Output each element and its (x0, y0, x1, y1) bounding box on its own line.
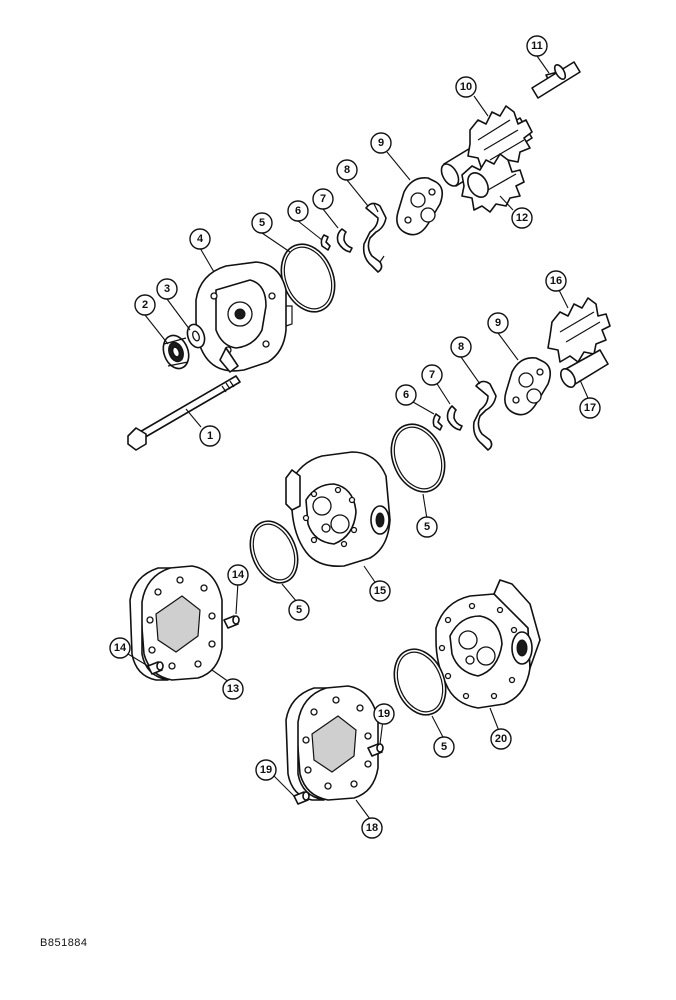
svg-text:19: 19 (260, 764, 272, 776)
callout-11: 11 (526, 35, 548, 57)
part-19-dowel-upper (367, 743, 384, 757)
callout-9-top: 9 (370, 132, 392, 154)
part-14-dowel-lower (147, 661, 164, 675)
svg-text:8: 8 (458, 341, 464, 353)
part-8-seal-middle (472, 380, 497, 451)
callout-5-middle: 5 (416, 516, 438, 538)
part-5-o-ring-middle (390, 423, 446, 493)
svg-text:1: 1 (207, 430, 213, 442)
svg-text:15: 15 (374, 585, 386, 597)
svg-text:14: 14 (232, 569, 245, 581)
svg-text:5: 5 (441, 741, 447, 753)
svg-text:17: 17 (584, 402, 596, 414)
callout-18: 18 (361, 817, 383, 839)
part-17-gear-shaft (559, 349, 609, 388)
callout-6-top: 6 (287, 200, 309, 222)
part-7-backup-ring-top (336, 228, 353, 253)
callout-1: 1 (199, 425, 221, 447)
callout-19-lower: 19 (255, 759, 277, 781)
part-1-through-bolt (127, 375, 241, 451)
callout-12: 12 (511, 207, 533, 229)
svg-text:8: 8 (344, 164, 350, 176)
svg-text:4: 4 (197, 233, 204, 245)
callout-5-bottom: 5 (433, 736, 455, 758)
svg-text:5: 5 (259, 217, 265, 229)
callout-4: 4 (189, 228, 211, 250)
svg-text:9: 9 (378, 137, 384, 149)
svg-text:6: 6 (403, 389, 409, 401)
svg-text:6: 6 (295, 205, 301, 217)
part-7-backup-ring-middle (446, 405, 463, 431)
callout-10: 10 (455, 76, 477, 98)
svg-text:10: 10 (460, 81, 472, 93)
svg-text:5: 5 (424, 521, 430, 533)
svg-text:13: 13 (227, 683, 239, 695)
part-16-idler-gear (547, 297, 611, 363)
part-2-bearing (162, 334, 190, 370)
part-9-wear-plate-middle (504, 356, 552, 416)
svg-text:7: 7 (320, 193, 326, 205)
svg-text:7: 7 (429, 369, 435, 381)
part-20-pump-body (435, 579, 541, 709)
part-9-wear-plate-top (396, 176, 444, 236)
callout-15: 15 (369, 580, 391, 602)
part-15-gear-housing (285, 451, 391, 568)
callout-5-top: 5 (251, 212, 273, 234)
part-6-seal-ring-top (320, 234, 331, 251)
svg-text:14: 14 (114, 642, 127, 654)
part-4-end-cover (195, 261, 293, 373)
svg-text:9: 9 (495, 317, 501, 329)
callout-7-top: 7 (312, 188, 334, 210)
callout-8-middle: 8 (450, 336, 472, 358)
part-12-driven-gear (461, 153, 525, 213)
part-19-dowel-lower (293, 791, 310, 805)
part-5-o-ring-left (249, 520, 299, 584)
svg-text:18: 18 (366, 822, 378, 834)
part-18-adapter-plate (285, 685, 379, 801)
svg-text:5: 5 (296, 604, 302, 616)
drawing-code: B851884 (40, 937, 88, 949)
callout-2: 2 (134, 294, 156, 316)
svg-text:11: 11 (531, 40, 543, 52)
part-10-drive-shaft-gear (440, 61, 581, 187)
callout-13: 13 (222, 678, 244, 700)
callout-3: 3 (156, 278, 178, 300)
callout-14-upper: 14 (227, 564, 249, 586)
part-5-o-ring-bottom (393, 648, 447, 716)
svg-text:2: 2 (142, 299, 148, 311)
callout-16: 16 (545, 270, 567, 292)
part-8-seal-top (362, 202, 387, 273)
part-3-washer (186, 323, 206, 349)
svg-text:20: 20 (495, 733, 507, 745)
callout-6-middle: 6 (395, 384, 417, 406)
part-6-seal-ring-middle (432, 413, 443, 431)
callout-14-lower: 14 (109, 637, 131, 659)
svg-text:16: 16 (550, 275, 562, 287)
part-14-dowel-upper (223, 615, 240, 629)
callout-5-left: 5 (288, 599, 310, 621)
part-13-adapter-plate (129, 565, 223, 681)
svg-text:19: 19 (378, 708, 390, 720)
callout-8-top: 8 (336, 159, 358, 181)
callout-20: 20 (490, 728, 512, 750)
callout-9-middle: 9 (487, 312, 509, 334)
svg-text:3: 3 (164, 283, 170, 295)
callout-17: 17 (579, 397, 601, 419)
callout-7-middle: 7 (421, 364, 443, 386)
svg-text:12: 12 (516, 212, 528, 224)
callout-19-upper: 19 (373, 703, 395, 725)
